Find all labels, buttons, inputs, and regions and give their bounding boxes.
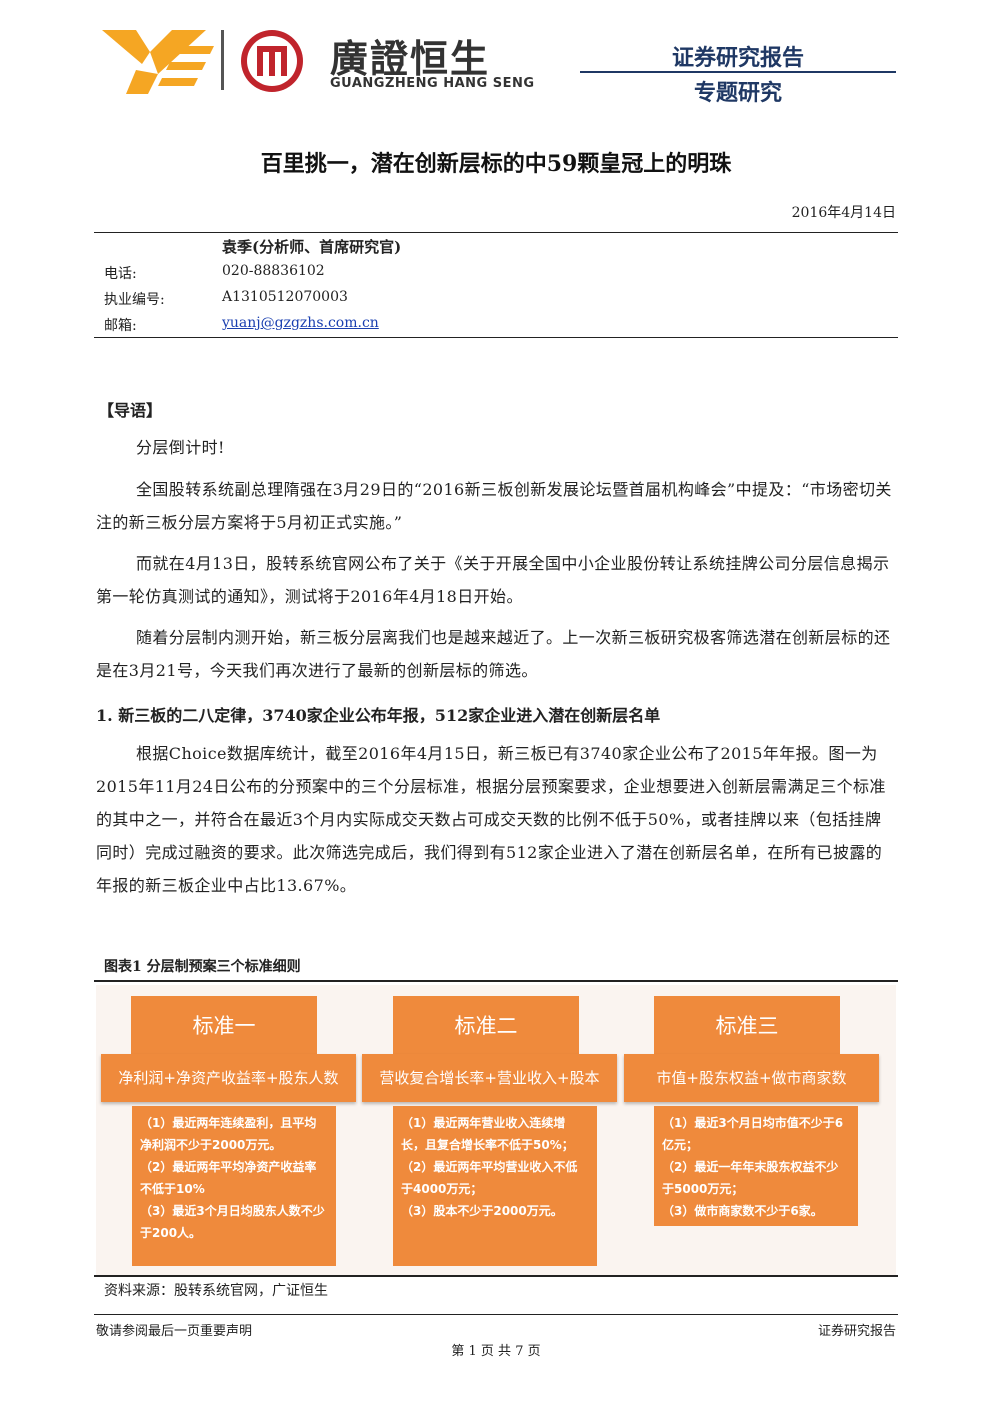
email-value: yuanj@gzgzhs.com.cn [222, 315, 379, 331]
brand-name-cn: 廣證恒生 [330, 37, 491, 81]
info-divider-bottom [94, 337, 898, 338]
intro-paragraph-3: 而就在4月13日，股转系统官网公布了关于《关于开展全国中小企业股份转让系统挂牌公… [96, 554, 890, 606]
standard-1-title: 标准一 [131, 996, 317, 1056]
standard-1-item-3: （3）最近3个月日均股东人数不少于200人。 [140, 1204, 325, 1240]
standard-2-band: 营收复合增长率+营业收入+股本 [362, 1054, 617, 1102]
standard-3-title: 标准三 [654, 996, 840, 1056]
section-1-heading: 1. 新三板的二八定律，3740家企业公布年报，512家企业进入潜在创新层名单 [96, 706, 661, 725]
report-subtype: 专题研究 [693, 81, 782, 106]
footer-disclaimer: 敬请参阅最后一页重要声明 [96, 1324, 253, 1339]
email-label: 邮箱: [104, 318, 137, 334]
email-link[interactable]: yuanj@gzgzhs.com.cn [222, 315, 379, 331]
standard-1-item-2: （2）最近两年平均净资产收益率不低于10% [140, 1160, 317, 1196]
standard-3-band: 市值+股东权益+做市商家数 [624, 1054, 879, 1102]
standard-1-band: 净利润+净资产收益率+股东人数 [101, 1054, 356, 1102]
figure-divider-bottom [94, 1275, 898, 1277]
standard-2-title: 标准二 [393, 996, 579, 1056]
standard-2-item-3: （3）股本不少于2000万元。 [401, 1204, 563, 1218]
intro-paragraph-1: 分层倒计时! [136, 438, 225, 457]
standard-3-detail: （1）最近3个月日均市值不少于6亿元； （2）最近一年年末股东权益不少于5000… [654, 1106, 858, 1226]
standard-1-item-1: （1）最近两年连续盈利，且平均净利润不少于2000万元。 [140, 1116, 317, 1152]
report-date: 2016年4月14日 [791, 205, 896, 221]
standard-3-item-1: （1）最近3个月日均市值不少于6亿元； [662, 1116, 844, 1152]
phone-value: 020-88836102 [222, 263, 325, 279]
analyst-name: 袁季(分析师、首席研究官) [222, 238, 402, 256]
ye-logo-mark [102, 30, 303, 94]
standard-2-item-1: （1）最近两年营业收入连续增长，且复合增长率不低于50%； [401, 1116, 574, 1152]
info-divider-top [94, 232, 898, 233]
section-1-paragraph: 根据Choice数据库统计，截至2016年4月15日，新三板已有3740家企业公… [96, 744, 886, 895]
intro-paragraph-4: 随着分层制内测开始，新三板分层离我们也是越来越近了。上一次新三板研究极客筛选潜在… [96, 628, 891, 680]
report-type: 证券研究报告 [671, 46, 804, 71]
company-logo [96, 24, 528, 98]
phone-label: 电话: [104, 266, 137, 282]
standard-3-item-3: （3）做市商家数不少于6家。 [662, 1204, 823, 1218]
standard-1-detail: （1）最近两年连续盈利，且平均净利润不少于2000万元。 （2）最近两年平均净资… [132, 1106, 336, 1266]
page-number: 第 1 页 共 7 页 [451, 1344, 541, 1359]
intro-paragraph-2: 全国股转系统副总理隋强在3月29日的“2016新三板创新发展论坛暨首届机构峰会”… [96, 480, 892, 532]
brand-name-en: GUANGZHENG HANG SENG [330, 76, 535, 91]
report-title: 百里挑一，潜在创新层标的中59颗皇冠上的明珠 [260, 151, 732, 177]
standard-2-detail: （1）最近两年营业收入连续增长，且复合增长率不低于50%； （2）最近两年平均营… [393, 1106, 597, 1266]
figure-caption: 图表1 分层制预案三个标准细则 [104, 959, 301, 975]
figure-divider-top [94, 980, 898, 982]
intro-heading: 【导语】 [98, 401, 163, 420]
standard-3-item-2: （2）最近一年年末股东权益不少于5000万元； [662, 1160, 839, 1196]
footer-divider [94, 1314, 898, 1315]
footer-report-type: 证券研究报告 [817, 1324, 896, 1339]
figure-source: 资料来源：股转系统官网，广证恒生 [104, 1283, 328, 1299]
standard-2-item-2: （2）最近两年平均营业收入不低于4000万元； [401, 1160, 578, 1196]
header-divider [580, 71, 896, 73]
license-label: 执业编号: [104, 292, 165, 308]
license-value: A1310512070003 [222, 289, 348, 305]
